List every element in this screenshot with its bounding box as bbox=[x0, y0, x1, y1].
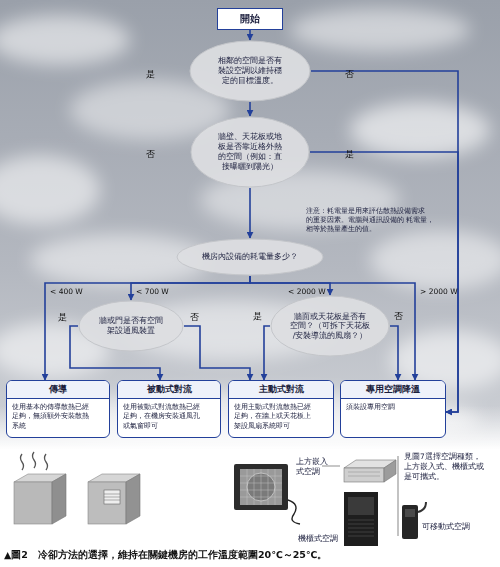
result-box: 主動式對流使用主動式對流散熱已經 足夠，在牆上或天花板上 架設風扇系統即可 bbox=[228, 380, 334, 438]
portable-ac-panel bbox=[405, 509, 415, 517]
box-body: 須裝設專用空調 bbox=[341, 399, 445, 411]
flow-arrow bbox=[249, 102, 251, 116]
ac-note-text: 見圖7選擇空調種類， 上方嵌入式、機櫃式或 是可攜式。 bbox=[404, 452, 490, 481]
building-side bbox=[52, 474, 66, 524]
node-text: 相鄰的空間是否有 裝設空調以維持穩 定的目標溫度。 bbox=[214, 56, 286, 86]
node-text: 開始 bbox=[220, 13, 280, 26]
cloud bbox=[290, 8, 470, 52]
cloud bbox=[370, 230, 500, 290]
ellipse-shape bbox=[79, 301, 183, 351]
node-text: 牆面或天花板是否有 空間？（可拆下天花板 /安裝導流的風扇？） bbox=[288, 312, 372, 340]
portable-ac bbox=[402, 505, 418, 539]
flow-arrow bbox=[250, 276, 415, 380]
flow-arrow bbox=[264, 326, 270, 380]
cloud bbox=[0, 155, 100, 225]
figure-caption: ▲圖2 冷卻方法的選擇，維持在關鍵機房的工作溫度範圍20℃～25℃。 bbox=[4, 549, 496, 562]
node-text: 牆或門是否有空間 架設通風裝置 bbox=[95, 316, 167, 336]
sky-background bbox=[0, 0, 500, 450]
box-body: 使用被動式對流散熱已經 足夠，在機房安裝通風孔 或氣窗即可 bbox=[118, 399, 220, 430]
building-front bbox=[14, 482, 52, 524]
vent-grille bbox=[104, 490, 120, 504]
box-heading: 被動式對流 bbox=[118, 381, 220, 399]
building-side bbox=[126, 474, 140, 524]
vented-building-icon bbox=[88, 474, 140, 524]
ellipse-shape bbox=[177, 239, 323, 275]
hot-building-icon bbox=[14, 452, 66, 524]
flow-arrow bbox=[250, 276, 330, 295]
ellipse-shape bbox=[190, 41, 310, 101]
heat-wave bbox=[21, 454, 24, 470]
result-box: 被動式對流使用被動式對流散熱已經 足夠，在機房安裝通風孔 或氣窗即可 bbox=[117, 380, 221, 438]
decision-ellipse: 牆面或天花板是否有 空間？（可拆下天花板 /安裝導流的風扇？） bbox=[270, 295, 390, 357]
power-cord bbox=[288, 500, 300, 524]
ac-type-label: 可移動式空調 bbox=[422, 522, 482, 532]
flow-arrow bbox=[311, 71, 458, 412]
ac-type-label: 上方嵌入 式空調 bbox=[296, 457, 332, 477]
box-body: 使用主動式對流散熱已經 足夠，在牆上或天花板上 架設風扇系統即可 bbox=[229, 399, 333, 430]
flow-arrow bbox=[249, 30, 251, 40]
fan-unit-icon bbox=[234, 464, 300, 524]
flow-arrow bbox=[310, 152, 458, 412]
cloud-group bbox=[0, 8, 500, 448]
start-terminal: 開始 bbox=[217, 8, 283, 30]
connector-group bbox=[45, 30, 458, 412]
cloud bbox=[350, 102, 490, 158]
portable-ac-hose bbox=[418, 502, 426, 512]
edge-label: 否 bbox=[146, 150, 155, 159]
heat-wave bbox=[33, 452, 36, 468]
flow-arrow bbox=[45, 276, 250, 380]
heat-wave bbox=[45, 454, 48, 470]
edge-label: 否 bbox=[345, 70, 354, 79]
ellipse-shape bbox=[271, 296, 389, 356]
building-front bbox=[88, 482, 126, 524]
ellipse-shape bbox=[191, 117, 309, 187]
bracket-line bbox=[398, 456, 399, 536]
edge-label: 否 bbox=[394, 312, 403, 321]
edge-label: > 2000 W bbox=[420, 288, 458, 296]
edge-label: 否 bbox=[190, 313, 199, 322]
box-heading: 傳導 bbox=[7, 381, 109, 399]
edge-label: < 2000 W bbox=[288, 288, 326, 296]
flow-arrow bbox=[131, 276, 250, 300]
edge-label: < 700 W bbox=[136, 288, 169, 296]
flow-arrow bbox=[249, 188, 251, 238]
decision-ellipse: 牆或門是否有空間 架設通風裝置 bbox=[78, 300, 184, 352]
cloud bbox=[0, 15, 130, 65]
ceiling-ac-front bbox=[344, 468, 384, 482]
node-text: 牆壁、天花板或地 板是否靠近格外熱 的空間（例如：直 接曝曬到陽光） bbox=[214, 132, 286, 172]
note-text: 注意：耗電量是用來評估散熱設備需求 的重要因素。電腦與通訊設備的 耗電量，相等於… bbox=[306, 207, 456, 234]
edge-label: < 400 W bbox=[50, 288, 83, 296]
ceiling-ac-slats bbox=[348, 472, 380, 476]
fan-grid bbox=[240, 469, 282, 505]
result-box: 傳導使用基本的傳導散熱已經 足夠，無須額外安裝散熱 系統 bbox=[6, 380, 110, 438]
node-text: 機房內設備的耗電量多少？ bbox=[185, 252, 315, 262]
ceiling-ac-side bbox=[384, 460, 396, 482]
flow-arrow bbox=[390, 326, 398, 380]
cabinet-ac-panel bbox=[348, 497, 374, 515]
ac-type-label: 機櫃式空調 bbox=[298, 534, 344, 544]
edge-label: 是 bbox=[146, 70, 155, 79]
edge-label: 是 bbox=[253, 312, 262, 321]
white-area bbox=[0, 450, 500, 567]
cabinet-ac bbox=[344, 492, 378, 546]
cabinet-ac-grille bbox=[348, 520, 374, 536]
vent-slats bbox=[104, 494, 120, 500]
edge-label: 是 bbox=[345, 150, 354, 159]
box-body: 使用基本的傳導散熱已經 足夠，無須額外安裝散熱 系統 bbox=[7, 399, 109, 430]
box-heading: 主動式對流 bbox=[229, 381, 333, 399]
fan-frame bbox=[234, 464, 288, 510]
box-heading: 專用空調降溫 bbox=[341, 381, 445, 399]
flow-arrow bbox=[184, 326, 250, 380]
decision-ellipse: 相鄰的空間是否有 裝設空調以維持穩 定的目標溫度。 bbox=[189, 40, 311, 102]
result-box: 專用空調降溫須裝設專用空調 bbox=[340, 380, 446, 438]
edge-label: 是 bbox=[58, 313, 67, 322]
decision-ellipse: 牆壁、天花板或地 板是否靠近格外熱 的空間（例如：直 接曝曬到陽光） bbox=[190, 116, 310, 188]
decision-ellipse: 機房內設備的耗電量多少？ bbox=[176, 238, 324, 276]
fan-mesh bbox=[240, 469, 282, 505]
